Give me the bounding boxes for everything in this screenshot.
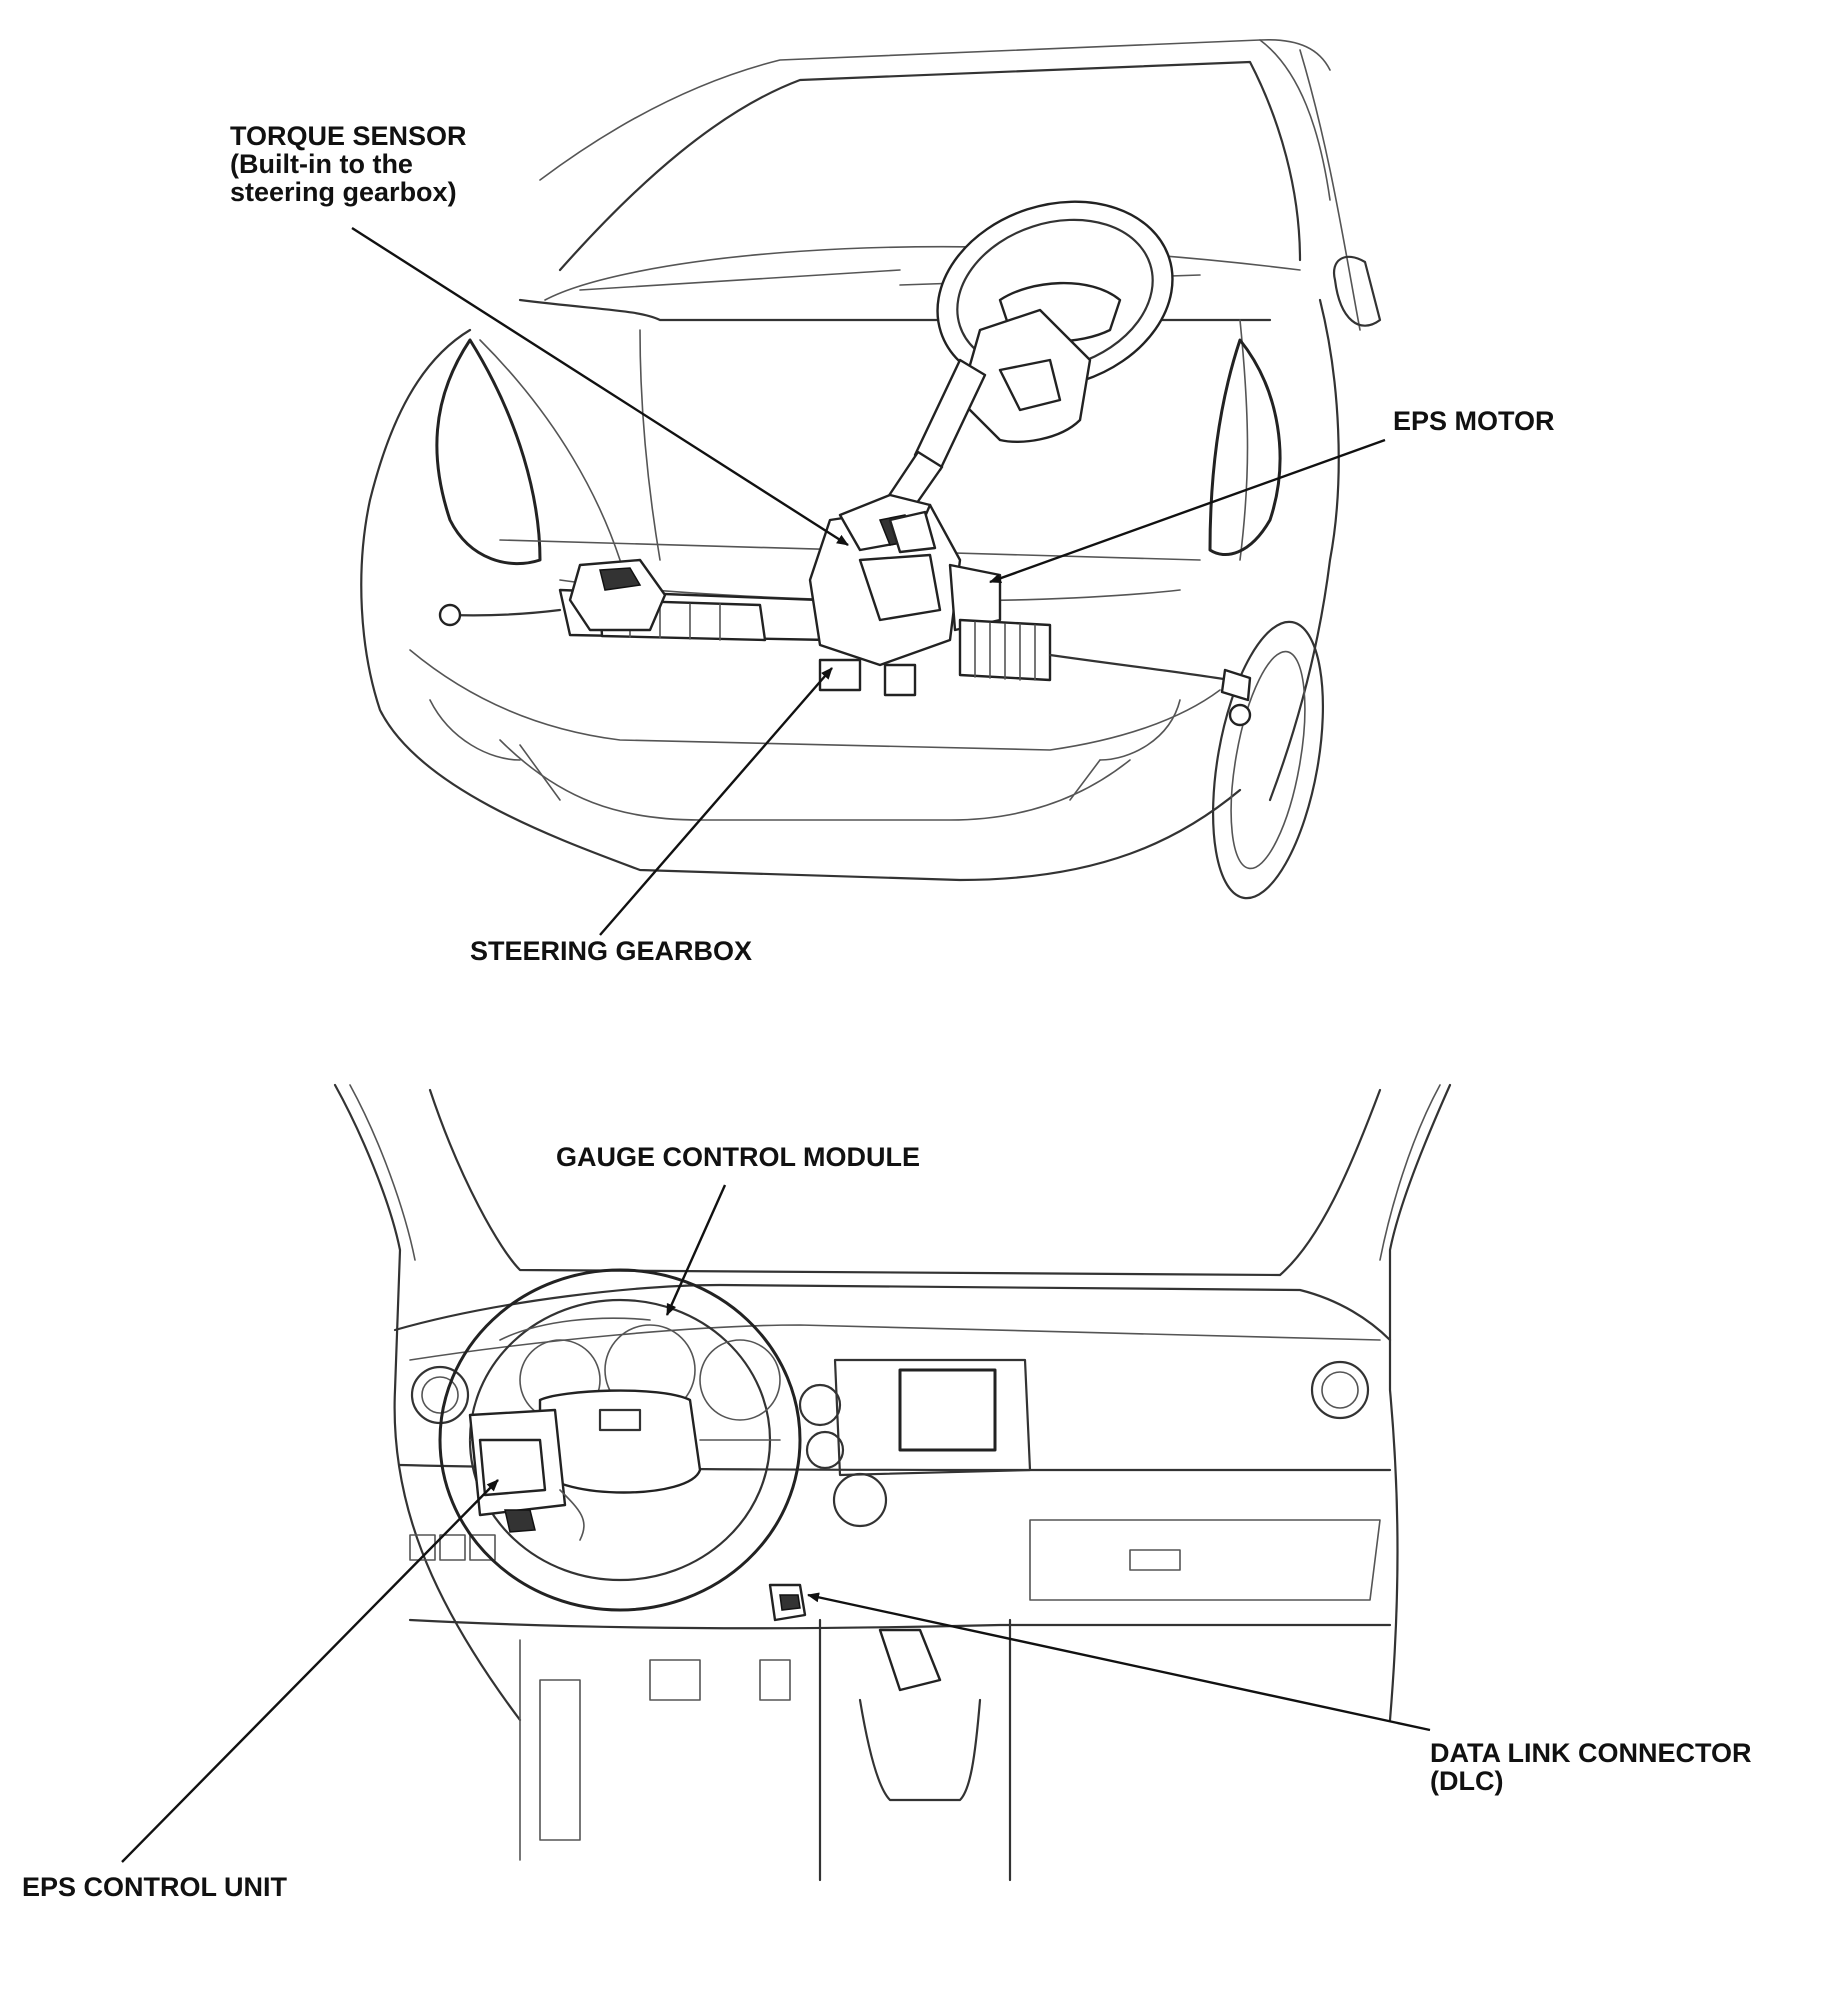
car-front-view <box>360 39 1382 900</box>
gauge-control-module-label: GAUGE CONTROL MODULE <box>556 1142 920 1172</box>
torque-sensor-label-line3: steering gearbox) <box>230 177 457 207</box>
eps-motor-leader <box>989 438 1386 584</box>
steering-gearbox-label: STEERING GEARBOX <box>470 936 752 966</box>
steering-gearbox-leader <box>599 667 833 936</box>
data-link-connector-label-line2: (DLC) <box>1430 1766 1503 1796</box>
data-link-connector-leader <box>807 1592 1431 1732</box>
torque-sensor-label-line2: (Built-in to the <box>230 149 413 179</box>
data-link-connector-label: DATA LINK CONNECTOR (DLC) <box>1430 1738 1751 1796</box>
data-link-connector-label-line1: DATA LINK CONNECTOR <box>1430 1738 1751 1768</box>
eps-motor-label: EPS MOTOR <box>1393 406 1555 436</box>
torque-sensor-leader <box>351 226 849 547</box>
gauge-control-module-leader <box>665 1184 727 1316</box>
leader-lines <box>121 226 1431 1863</box>
eps-control-unit-leader <box>121 1479 499 1863</box>
torque-sensor-label-line1: TORQUE SENSOR <box>230 121 467 151</box>
steering-assembly <box>438 200 1252 727</box>
steering-wheel-dashboard <box>438 1268 802 1612</box>
eps-control-unit-label: EPS CONTROL UNIT <box>22 1872 288 1902</box>
torque-sensor-label: TORQUE SENSOR (Built-in to the steering … <box>230 121 467 207</box>
